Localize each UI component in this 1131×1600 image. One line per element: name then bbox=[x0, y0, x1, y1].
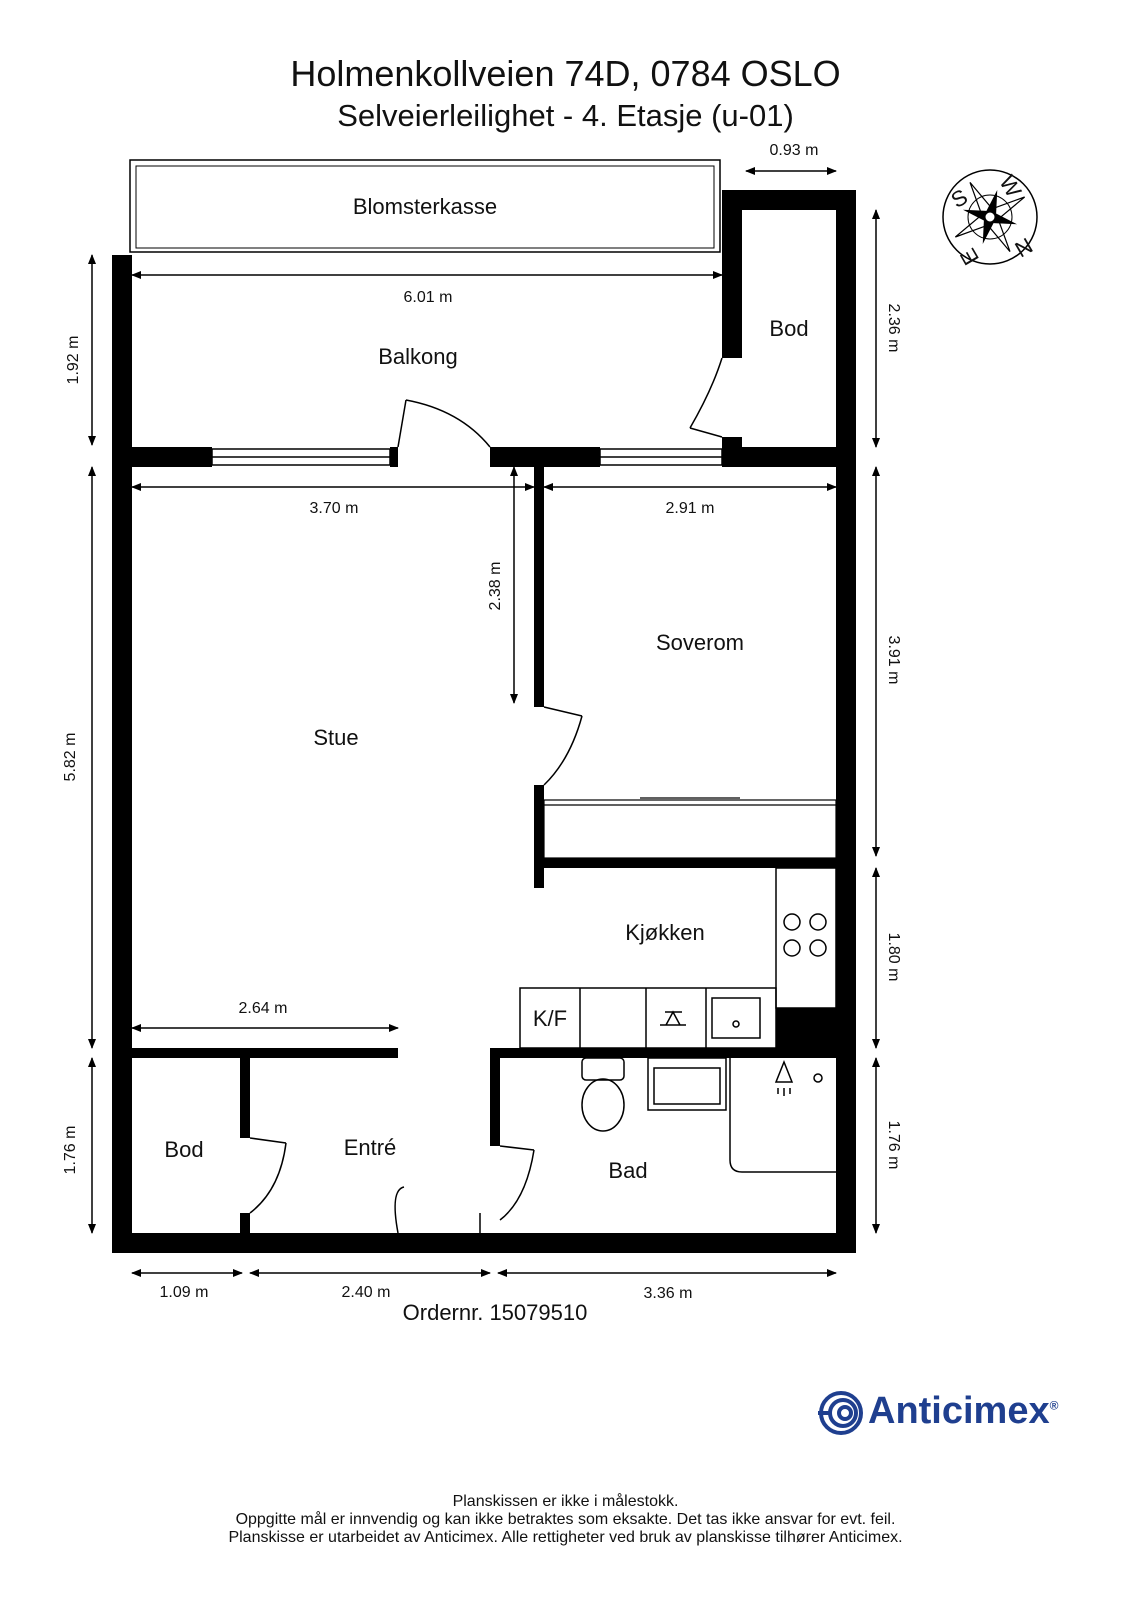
windows bbox=[211, 448, 723, 466]
stove-burner bbox=[783, 939, 801, 957]
order-number: Ordernr. 15079510 bbox=[402, 1300, 588, 1325]
dim-label: 2.38 m bbox=[487, 562, 504, 611]
dim-label: 3.70 m bbox=[310, 500, 359, 517]
footer-line-1: Planskissen er ikke i målestokk. bbox=[452, 1493, 679, 1510]
dim-label: 1.92 m bbox=[65, 336, 82, 385]
stove-burner bbox=[783, 913, 801, 931]
page-title: Holmenkollveien 74D, 0784 OSLO bbox=[290, 53, 841, 94]
dim-label: 3.91 m bbox=[885, 636, 902, 685]
walls bbox=[112, 190, 856, 1253]
room-label-bod-top: Bod bbox=[769, 316, 808, 341]
kitchen-counter bbox=[519, 867, 837, 1049]
anticimex-logo-text: Anticimex® bbox=[868, 1390, 1059, 1432]
toilet-tank bbox=[581, 1057, 625, 1081]
sink bbox=[711, 997, 761, 1039]
room-label-kjokken: Kjøkken bbox=[625, 920, 704, 945]
anticimex-logo-icon bbox=[818, 1391, 863, 1435]
doors bbox=[249, 357, 723, 1234]
bathroom-fixtures bbox=[581, 1057, 836, 1173]
compass-e: E bbox=[955, 244, 984, 269]
shower-drain bbox=[813, 1073, 823, 1083]
compass-icon: S W N E bbox=[942, 169, 1038, 269]
room-label-blomsterkasse: Blomsterkasse bbox=[353, 194, 497, 219]
sink-drain bbox=[732, 1020, 740, 1028]
toilet-bowl bbox=[581, 1078, 625, 1132]
dim-label: 3.36 m bbox=[644, 1285, 693, 1302]
room-label-kf: K/F bbox=[533, 1006, 567, 1031]
footer-line-3: Planskisse er utarbeidet av Anticimex. A… bbox=[228, 1529, 903, 1546]
anticimex-logo: Anticimex® bbox=[818, 1388, 1078, 1438]
shower-head-icon bbox=[774, 1059, 794, 1096]
dim-label: 0.93 m bbox=[770, 142, 819, 159]
stove-burner bbox=[809, 913, 827, 931]
dim-label: 2.91 m bbox=[666, 500, 715, 517]
room-label-soverom: Soverom bbox=[656, 630, 744, 655]
dishwasher-icon bbox=[660, 1010, 686, 1026]
room-label-stue: Stue bbox=[313, 725, 358, 750]
room-label-balkong: Balkong bbox=[378, 344, 458, 369]
dim-label: 1.09 m bbox=[160, 1284, 209, 1301]
dim-label: 5.82 m bbox=[62, 733, 79, 782]
stove-burner bbox=[809, 939, 827, 957]
compass-s: S bbox=[947, 184, 972, 213]
dim-label: 2.36 m bbox=[885, 304, 902, 353]
page-subtitle: Selveierleilighet - 4. Etasje (u-01) bbox=[337, 98, 794, 133]
bathroom-sink bbox=[647, 1057, 727, 1111]
flower-box bbox=[129, 159, 721, 253]
room-label-bod-bottom: Bod bbox=[164, 1137, 203, 1162]
dim-label: 1.76 m bbox=[62, 1126, 79, 1175]
dim-label: 2.40 m bbox=[342, 1284, 391, 1301]
dimension-lines bbox=[88, 167, 880, 1277]
shower bbox=[729, 1058, 836, 1173]
dim-label: 1.76 m bbox=[885, 1121, 902, 1170]
footer-line-2: Oppgitte mål er innvendig og kan ikke be… bbox=[235, 1511, 896, 1528]
dim-label: 6.01 m bbox=[404, 289, 453, 306]
wardrobe bbox=[543, 797, 837, 859]
dim-label: 2.64 m bbox=[239, 1000, 288, 1017]
room-label-bad: Bad bbox=[608, 1158, 647, 1183]
room-label-entre: Entré bbox=[344, 1135, 397, 1160]
dim-label: 1.80 m bbox=[885, 933, 902, 982]
